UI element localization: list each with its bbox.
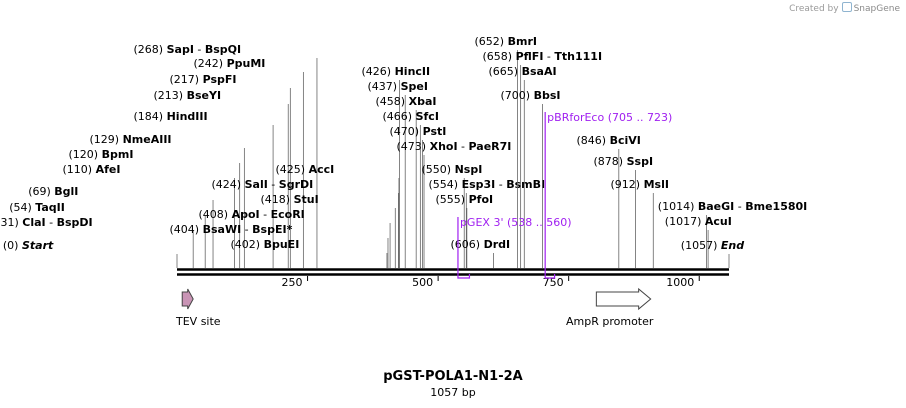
plasmid-name: pGST-POLA1-N1-2A	[383, 369, 523, 384]
site-label-afei: (110) AfeI	[63, 163, 121, 176]
site-label-bpuei: (402) BpuEI	[231, 238, 300, 251]
site-label-end: (1057) End	[681, 239, 744, 252]
site-label-esp3i-bsmbi: (554) Esp3I - BsmBI	[429, 178, 546, 191]
site-label-nmeaiii: (129) NmeAIII	[90, 133, 172, 146]
site-label-ppumi: (242) PpuMI	[194, 57, 266, 70]
feature-arrow-tev-site	[181, 288, 194, 310]
site-label-hincii: (426) HincII	[362, 65, 431, 78]
site-label-spei: (437) SpeI	[368, 80, 428, 93]
site-label-start: (0) Start	[3, 239, 54, 252]
site-label-bmri: (652) BmrI	[475, 35, 537, 48]
site-label-sapi-bspqi: (268) SapI - BspQI	[134, 43, 242, 56]
credit-prefix: Created by	[789, 4, 839, 14]
site-label-bsaai: (665) BsaAI	[489, 65, 557, 78]
axis-tick-label-1000: 1000	[666, 276, 694, 289]
axis-tick-label-500: 500	[412, 276, 433, 289]
primer-bracket-pgex-3	[457, 217, 471, 279]
feature-arrow-ampr-promoter	[595, 287, 652, 311]
site-label-hindiii: (184) HindIII	[134, 110, 208, 123]
snapgene-credit: Created by SnapGene	[789, 2, 900, 14]
site-label-psti: (470) PstI	[390, 125, 447, 138]
credit-brand: SnapGene	[853, 4, 900, 14]
site-label-xbai: (458) XbaI	[376, 95, 437, 108]
site-label-pflfi-tth111i: (658) PflFI - Tth111I	[483, 50, 603, 63]
site-label-msli: (912) MslI	[611, 178, 669, 191]
site-label-sfci: (466) SfcI	[383, 110, 439, 123]
primer-bracket-pbrforeco	[544, 112, 556, 279]
feature-label-ampr-promoter: AmpR promoter	[566, 315, 654, 328]
site-label-baegi-bme1580i: (1014) BaeGI - Bme1580I	[658, 200, 807, 213]
axis-tick-label-250: 250	[282, 276, 303, 289]
site-label-drdi: (606) DrdI	[451, 238, 511, 251]
site-label-bgli: (69) BglI	[28, 185, 78, 198]
axis-tick-label-750: 750	[543, 276, 564, 289]
primer-label-pgex-3: pGEX 3' (538 .. 560)	[460, 216, 572, 229]
site-label-bsawi-bspei: (404) BsaWI - BspEI*	[170, 223, 293, 236]
site-label-bcivi: (846) BciVI	[577, 134, 641, 147]
site-label-apoi-ecori: (408) ApoI - EcoRI	[199, 208, 305, 221]
site-label-bpmi: (120) BpmI	[69, 148, 134, 161]
site-label-taqii: (54) TaqII	[9, 201, 65, 214]
site-label-sspi: (878) SspI	[594, 155, 654, 168]
primer-label-pbrforeco: pBRforEco (705 .. 723)	[547, 111, 672, 124]
site-label-nspi: (550) NspI	[422, 163, 483, 176]
site-label-bbsi: (700) BbsI	[501, 89, 561, 102]
site-label-sali-sgrdi: (424) SalI - SgrDI	[212, 178, 314, 191]
site-label-acci: (425) AccI	[276, 163, 335, 176]
plasmid-length: 1057 bp	[430, 386, 476, 399]
site-label-pfoi: (555) PfoI	[436, 193, 494, 206]
site-label-pspfi: (217) PspFI	[170, 73, 237, 86]
site-label-clai-bspdi: (31) ClaI - BspDI	[0, 216, 93, 229]
site-label-acui: (1017) AcuI	[665, 215, 732, 228]
site-label-xhoi-paer7i: (473) XhoI - PaeR7I	[397, 140, 512, 153]
feature-label-tev-site: TEV site	[175, 315, 221, 328]
site-label-stui: (418) StuI	[261, 193, 319, 206]
site-label-bseyi: (213) BseYI	[154, 89, 222, 102]
snapgene-logo-icon	[841, 2, 852, 12]
